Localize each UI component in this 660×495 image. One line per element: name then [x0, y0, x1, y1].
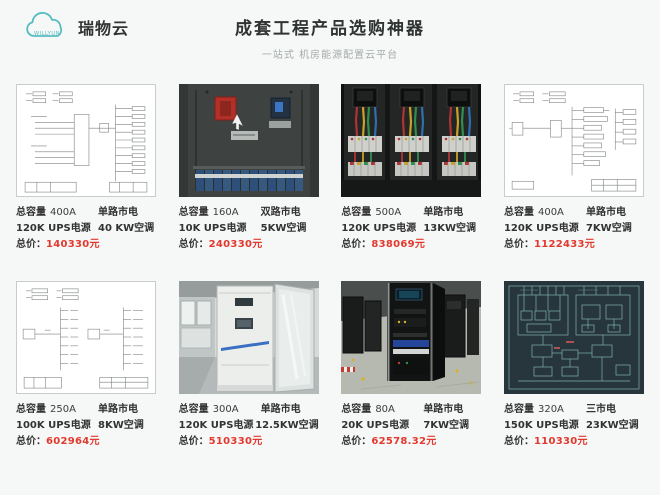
white-cabinet-graphic: [178, 281, 319, 394]
ac-spec: 12.5KW空调: [255, 420, 319, 431]
capacity-label: 总容量: [341, 207, 372, 218]
price-value: 510330元: [208, 436, 263, 447]
capacity-value: 80A: [375, 404, 395, 415]
product-specs: 总容量 400A 单路市电 120K UPS电源 40 KW空调 总价：140330元: [16, 205, 156, 253]
capacity-value: 400A: [537, 207, 564, 218]
ups-spec: 150K UPS电源: [503, 420, 579, 431]
ac-spec: 23KW空调: [585, 420, 639, 431]
product-image-breaker-cabinets[interactable]: [341, 84, 482, 197]
logo-text: WILLYUN: [34, 31, 60, 37]
wiring-diagram-graphic: [22, 288, 149, 389]
capacity-value: 250A: [50, 404, 76, 415]
product-image-wiring-diagram[interactable]: [16, 84, 156, 197]
price-label: 总价：: [178, 436, 209, 447]
price-value: 838069元: [371, 239, 426, 250]
ac-spec: 5KW空调: [260, 223, 307, 234]
ac-spec: 40 KW空调: [98, 223, 155, 234]
wiring-diagram-graphic: [509, 91, 637, 192]
capacity-label: 总容量: [16, 207, 46, 218]
price-value: 1122433元: [533, 239, 596, 250]
capacity-label: 总容量: [503, 207, 534, 218]
dark-panel-graphic: [178, 84, 319, 197]
capacity-label: 总容量: [16, 404, 46, 415]
ups-spec: 120K UPS电源: [16, 223, 91, 234]
ups-spec: 10K UPS电源: [178, 223, 247, 234]
product-image-wiring-diagram[interactable]: [503, 84, 644, 197]
product-image-cad-drawing[interactable]: [503, 281, 644, 394]
price-value: 62578.32元: [371, 436, 437, 447]
mains-type: 单路市电: [423, 207, 464, 218]
price-label: 总价：: [16, 436, 46, 447]
capacity-value: 400A: [50, 207, 76, 218]
ac-spec: 8KW空调: [98, 420, 144, 431]
price-label: 总价：: [341, 239, 372, 250]
header: WILLYUN 瑞物云 成套工程产品选购神器 一站式 机房能源配置云平台: [0, 0, 660, 80]
page-subtitle: 一站式 机房能源配置云平台: [261, 50, 399, 61]
price-label: 总价：: [16, 239, 46, 250]
product-card-5[interactable]: 总容量 250A 单路市电 100K UPS电源 8KW空调 总价：602964元: [16, 281, 156, 450]
ac-spec: 13KW空调: [423, 223, 477, 234]
ups-spec: 20K UPS电源: [341, 420, 410, 431]
ups-spec: 120K UPS电源: [178, 420, 254, 431]
mains-type: 单路市电: [423, 404, 464, 415]
ac-spec: 7KW空调: [585, 223, 632, 234]
capacity-value: 500A: [375, 207, 402, 218]
breaker-cabinets-graphic: [341, 84, 482, 197]
mains-type: 三市电: [585, 404, 616, 415]
capacity-label: 总容量: [341, 404, 372, 415]
black-rack-graphic: [341, 281, 482, 394]
mains-type: 双路市电: [260, 207, 301, 218]
capacity-label: 总容量: [178, 207, 209, 218]
product-image-white-cabinet[interactable]: [178, 281, 319, 394]
product-image-wiring-diagram[interactable]: [16, 281, 156, 394]
product-image-black-rack[interactable]: [341, 281, 482, 394]
price-label: 总价：: [178, 239, 209, 250]
mains-type: 单路市电: [585, 207, 626, 218]
mains-type: 单路市电: [260, 404, 301, 415]
capacity-label: 总容量: [178, 404, 209, 415]
ups-spec: 120K UPS电源: [503, 223, 579, 234]
ac-spec: 7KW空调: [423, 420, 470, 431]
product-specs: 总容量 250A 单路市电 100K UPS电源 8KW空调 总价：602964元: [16, 402, 156, 450]
ups-spec: 120K UPS电源: [341, 223, 417, 234]
wiring-diagram-graphic: [24, 91, 148, 193]
mains-type: 单路市电: [98, 207, 138, 218]
capacity-value: 300A: [212, 404, 239, 415]
price-label: 总价：: [503, 436, 534, 447]
product-card-1[interactable]: 总容量 400A 单路市电 120K UPS电源 40 KW空调 总价：140330元: [16, 84, 156, 253]
product-image-dark-panel[interactable]: [178, 84, 319, 197]
brand-name: 瑞物云: [78, 19, 130, 38]
capacity-value: 320A: [537, 404, 564, 415]
price-value: 602964元: [46, 436, 100, 447]
price-value: 140330元: [46, 239, 100, 250]
price-label: 总价：: [503, 239, 534, 250]
cad-drawing-graphic: [503, 281, 644, 394]
ups-spec: 100K UPS电源: [16, 420, 91, 431]
capacity-label: 总容量: [503, 404, 534, 415]
page-title: 成套工程产品选购神器: [235, 19, 425, 39]
price-value: 240330元: [208, 239, 263, 250]
capacity-value: 160A: [212, 207, 239, 218]
brand-logo[interactable]: WILLYUN 瑞物云: [24, 10, 129, 44]
price-value: 110330元: [533, 436, 588, 447]
mains-type: 单路市电: [98, 404, 138, 415]
price-label: 总价：: [341, 436, 372, 447]
cloud-logo-icon: WILLYUN: [26, 11, 63, 37]
